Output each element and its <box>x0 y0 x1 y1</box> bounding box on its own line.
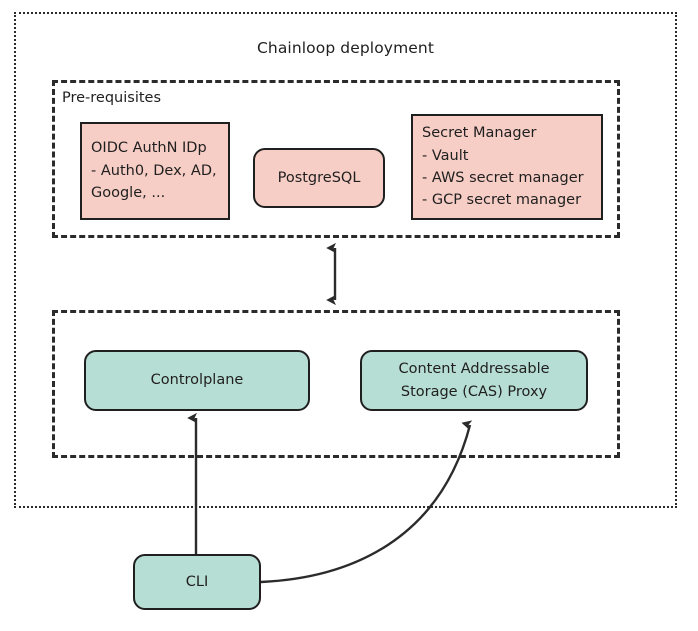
node-controlplane[interactable]: Controlplane <box>84 350 310 411</box>
node-cas-proxy[interactable]: Content Addressable Storage (CAS) Proxy <box>360 350 588 411</box>
prerequisites-group <box>52 80 620 238</box>
node-secret-manager[interactable]: Secret Manager - Vault - AWS secret mana… <box>411 114 603 220</box>
node-postgresql[interactable]: PostgreSQL <box>253 148 385 208</box>
prerequisites-group-label: Pre-requisites <box>62 90 162 106</box>
deployment-title: Chainloop deployment <box>256 39 435 57</box>
node-controlplane-label: Controlplane <box>150 372 244 389</box>
node-oidc-authn-idp[interactable]: OIDC AuthN IDp - Auth0, Dex, AD, Google,… <box>80 122 230 220</box>
node-oidc-label: OIDC AuthN IDp - Auth0, Dex, AD, Google,… <box>91 140 217 202</box>
node-cli[interactable]: CLI <box>133 554 261 610</box>
node-postgresql-label: PostgreSQL <box>277 169 361 186</box>
node-secret-manager-label: Secret Manager - Vault - AWS secret mana… <box>422 125 584 209</box>
node-cli-label: CLI <box>185 573 209 590</box>
node-cas-proxy-label: Content Addressable Storage (CAS) Proxy <box>398 361 550 400</box>
